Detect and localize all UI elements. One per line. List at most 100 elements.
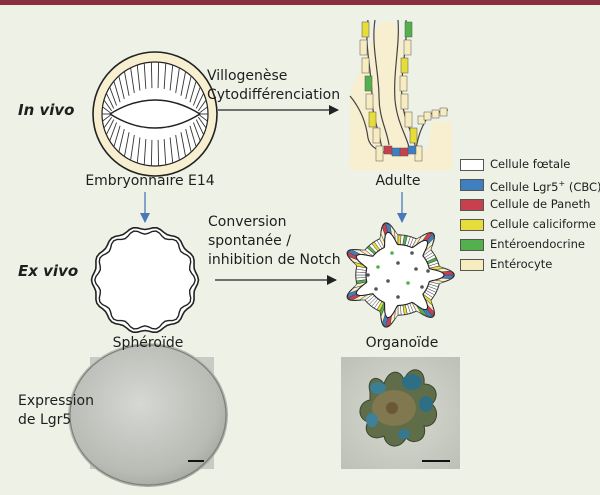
villus-cell xyxy=(404,21,413,38)
villus-cell xyxy=(423,111,432,121)
cell-line xyxy=(175,67,180,93)
cell-line xyxy=(185,128,192,153)
cell-line xyxy=(143,139,147,165)
villus-cell xyxy=(372,127,381,144)
villus-cell xyxy=(400,57,409,74)
cell-line xyxy=(169,137,174,164)
cell-line xyxy=(113,81,121,103)
cell-line xyxy=(157,62,160,89)
legend-swatch xyxy=(460,159,484,171)
villus-cell xyxy=(364,75,373,92)
crypt-cell xyxy=(383,145,393,155)
villus-cell xyxy=(365,93,374,110)
spheroid-photo xyxy=(68,343,228,487)
cell-line xyxy=(118,75,125,100)
expression-label-2: de Lgr5 xyxy=(18,412,72,428)
cell-line xyxy=(195,119,205,135)
legend-swatch xyxy=(460,179,484,191)
row-label-ex-vivo: Ex vivo xyxy=(18,262,79,280)
legend-superscript: + xyxy=(558,179,566,188)
legend-label: Cellule caliciforme xyxy=(490,217,596,231)
row-label-in-vivo: In vivo xyxy=(18,101,75,119)
arrow-bottom-label-1: Conversion xyxy=(208,214,287,230)
organoid-dot xyxy=(420,285,424,289)
villus-cell xyxy=(361,21,370,38)
cell-line xyxy=(197,99,207,112)
cell-line xyxy=(189,81,197,103)
cell-line xyxy=(109,122,117,142)
cell-line xyxy=(143,63,147,89)
cell-line xyxy=(109,86,117,106)
organoid-dot xyxy=(366,273,370,277)
villus-cell xyxy=(399,75,408,92)
organoid-photo xyxy=(341,357,460,469)
organoid-dot xyxy=(390,251,394,255)
villus-cell xyxy=(359,39,368,56)
cell-line xyxy=(105,119,115,135)
cell-line xyxy=(118,128,125,153)
legend-label: Entérocyte xyxy=(490,257,553,271)
legend-swatch xyxy=(460,259,484,271)
stage-label-organoid: Organoïde xyxy=(365,335,439,351)
stage-label-adult: Adulte xyxy=(375,173,421,189)
legend-item: Cellule Lgr5+ (CBC) xyxy=(460,175,600,195)
cell-line xyxy=(103,99,113,112)
legend-label: Cellule Lgr5 xyxy=(490,179,559,194)
arrow-top-label-1: Villogenèse xyxy=(207,68,288,84)
cell-line xyxy=(193,122,201,142)
cell-line xyxy=(163,63,167,89)
cell-line xyxy=(150,62,153,89)
legend-label-suffix: (CBC) xyxy=(565,179,600,194)
cell-line xyxy=(123,132,130,157)
villus-cell xyxy=(361,57,370,74)
legend-item: Cellule de Paneth xyxy=(460,195,600,215)
legend-swatch xyxy=(460,219,484,231)
legend-swatch xyxy=(460,199,484,211)
legend-item: Entéroendocrine xyxy=(460,235,600,255)
organoid-dot xyxy=(396,261,400,265)
cell-line xyxy=(150,139,153,166)
crypt-cell xyxy=(399,147,409,157)
adult-villus xyxy=(349,19,452,170)
arrow-bottom-label-2: spontanée / xyxy=(208,233,291,249)
legend-item: Cellule fœtale xyxy=(460,155,600,175)
organoid-dot xyxy=(426,269,430,273)
cell-line xyxy=(185,75,192,100)
cell-line xyxy=(195,93,205,109)
organoid-dot xyxy=(376,265,380,269)
organoid-drawing xyxy=(346,222,455,328)
organoid-cell xyxy=(397,305,402,316)
organoid-dot xyxy=(386,279,390,283)
legend-swatch xyxy=(460,239,484,251)
legend-item: Cellule caliciforme xyxy=(460,215,600,235)
cell-line xyxy=(103,116,113,129)
organoid-dot xyxy=(414,267,418,271)
stage-label-spheroid: Sphéroïde xyxy=(112,335,184,351)
cell-line xyxy=(199,106,208,114)
cell-line xyxy=(163,139,167,165)
cell-line xyxy=(157,139,160,166)
organoid-dot xyxy=(410,251,414,255)
villus-cell xyxy=(375,145,384,162)
cell-line xyxy=(175,135,180,161)
cell-line xyxy=(169,64,174,91)
cell-line xyxy=(189,125,197,147)
cell-line xyxy=(180,71,187,96)
legend-label: Cellule fœtale xyxy=(490,157,571,171)
villus-cell xyxy=(439,107,448,117)
cell-line xyxy=(102,106,111,114)
cell-line xyxy=(136,137,141,164)
organoid-cell xyxy=(355,274,367,279)
legend: Cellule fœtale Cellule Lgr5+ (CBC) Cellu… xyxy=(460,155,600,275)
cell-line xyxy=(197,116,207,129)
spheroid-drawing xyxy=(90,227,200,333)
legend-label: Entéroendocrine xyxy=(490,237,585,251)
legend-label: Cellule de Paneth xyxy=(490,197,591,211)
accent-bar xyxy=(0,0,600,5)
arrow-bottom-label-3: inhibition de Notch xyxy=(208,252,341,268)
cell-line xyxy=(193,86,201,106)
organoid-dot xyxy=(406,281,410,285)
cell-line xyxy=(199,114,208,122)
